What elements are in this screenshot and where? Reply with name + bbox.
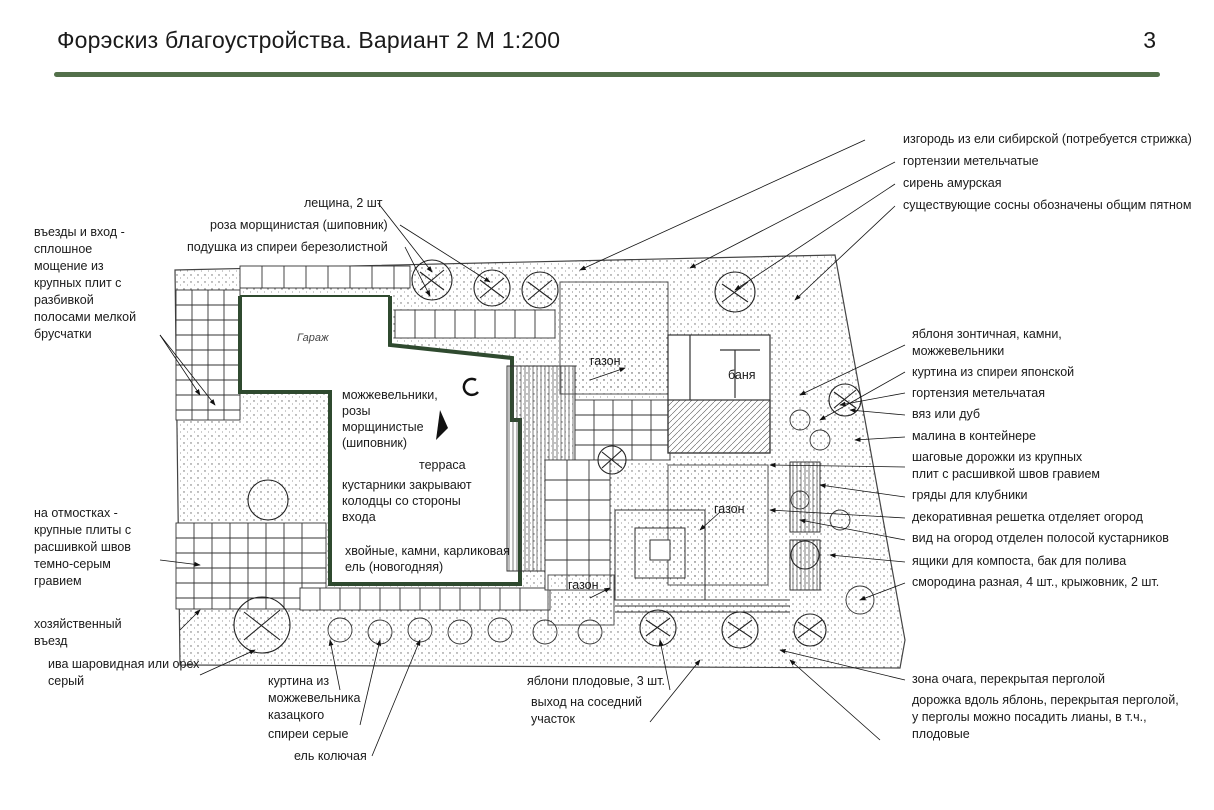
lawn-label-1: газон xyxy=(590,354,621,368)
bath-house xyxy=(667,334,771,454)
trees xyxy=(233,259,862,654)
callout-garden-view: вид на огород отделен полосой кустарнико… xyxy=(912,531,1169,545)
callout-apple-path: дорожка вдоль яблонь, перекрытая перголо… xyxy=(912,693,1179,741)
garden-beds xyxy=(789,461,821,591)
callout-neighbor-exit: выход на соседний участок xyxy=(531,695,642,726)
callout-hedge: изгородь из ели сибирской (потребуется с… xyxy=(903,132,1192,146)
callout-hydrangea-single: гортензия метельчатая xyxy=(912,386,1046,400)
lawn-label-3: газон xyxy=(568,578,599,592)
paving-left-upper xyxy=(175,289,241,421)
callout-driveways: въезды и вход - сплошное мощение из круп… xyxy=(34,225,137,341)
callout-strawberry: гряды для клубники xyxy=(912,488,1028,502)
paving-top-strip xyxy=(239,265,556,339)
garage-label: Гараж xyxy=(297,332,329,344)
paving-bottom-strip xyxy=(299,587,551,611)
callout-blind-area: на отмостках - крупные плиты с расшивкой… xyxy=(34,506,132,588)
terrace-label: терраса xyxy=(419,458,466,472)
callout-stepping-paths: шаговые дорожки из крупных плит с расшив… xyxy=(912,450,1101,481)
callout-rose: роза морщинистая (шиповник) xyxy=(210,218,388,232)
callout-willow: ива шаровидная или орех серый xyxy=(48,657,200,688)
callout-hydrangea: гортензии метельчатые xyxy=(903,154,1039,168)
callout-hazel: лещина, 2 шт xyxy=(304,196,383,210)
callout-spirea-japanese: куртина из спиреи японской xyxy=(912,365,1075,379)
callout-spirea-pillow: подушка из спиреи березолистной xyxy=(187,240,388,254)
callout-pines: существующие сосны обозначены общим пятн… xyxy=(903,198,1192,212)
lawn-label-2: газон xyxy=(714,502,745,516)
terrace-junipers-label: можжевельники, розы морщинистые (шиповни… xyxy=(342,388,438,450)
callout-raspberry: малина в контейнере xyxy=(912,429,1037,443)
leader-lines xyxy=(159,139,906,757)
callout-decor-grid: декоративная решетка отделяет огород xyxy=(912,510,1143,524)
header-divider xyxy=(54,72,1160,77)
page-title: Форэскиз благоустройства. Вариант 2 М 1:… xyxy=(57,27,561,53)
callout-compost: ящики для компоста, бак для полива xyxy=(912,554,1127,568)
callout-lilac: сирень амурская xyxy=(903,176,1002,190)
bath-label: баня xyxy=(728,368,756,382)
callout-currant: смородина разная, 4 шт., крыжовник, 2 шт… xyxy=(912,575,1160,589)
callout-apple-umbrella: яблоня зонтичная, камни, можжевельники xyxy=(912,327,1062,358)
callout-hearth: зона очага, перекрытая перголой xyxy=(912,672,1106,686)
callout-cossack-juniper: куртина из можжевельника казацкого xyxy=(268,674,361,722)
callout-elm-oak: вяз или дуб xyxy=(912,407,981,421)
callout-service-entry: хозяйственный въезд xyxy=(34,617,122,648)
entrance-symbol xyxy=(436,377,479,440)
conifers-label: хвойные, камни, карликовая ель (новогодн… xyxy=(345,544,510,574)
callout-apple-trees: яблони плодовые, 3 шт. xyxy=(527,674,666,688)
shrubs xyxy=(327,409,875,645)
callout-grey-spirea: спиреи серые xyxy=(268,727,349,741)
hearth-pergola xyxy=(614,509,790,613)
shrubs-cover-label: кустарники закрывают колодцы со стороны … xyxy=(342,478,472,524)
callout-blue-spruce: ель колючая xyxy=(294,749,367,763)
page-number: 3 xyxy=(1143,27,1156,53)
